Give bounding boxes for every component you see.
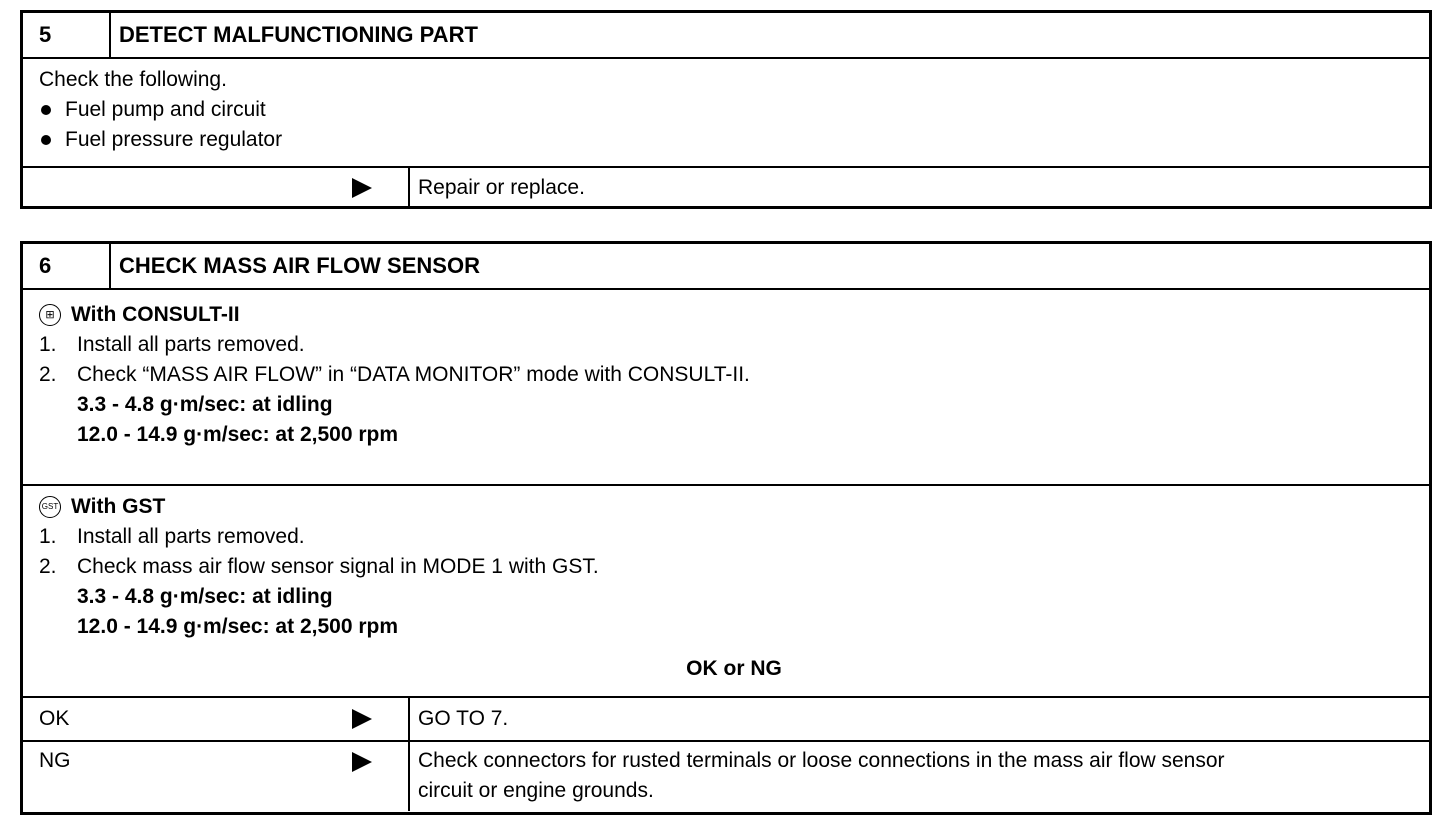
result-row: Repair or replace.	[23, 166, 1429, 207]
consult-tool-icon: ⊞	[39, 304, 61, 326]
bullet-item: Fuel pressure regulator	[39, 125, 1429, 155]
bullet-dot-icon	[41, 135, 51, 145]
step-number: 5	[23, 13, 111, 57]
procedure-step: 2. Check “MASS AIR FLOW” in “DATA MONITO…	[39, 363, 750, 386]
step-5-box: 5 DETECT MALFUNCTIONING PART Check the f…	[20, 10, 1432, 209]
result-action: Repair or replace.	[418, 176, 585, 199]
spec-value: 3.3 - 4.8 g·m/sec: at idling	[77, 585, 333, 608]
result-label-cell	[23, 168, 410, 207]
ok-or-ng-question: OK or NG	[686, 657, 782, 680]
consult-heading: ⊞ With CONSULT-II	[39, 300, 1429, 330]
bullet-item: Fuel pump and circuit	[39, 95, 1429, 125]
gst-heading: GST With GST	[39, 492, 1429, 522]
result-label-cell: NG	[23, 742, 410, 811]
gst-tool-icon: GST	[39, 496, 61, 518]
result-row-ok: OK GO TO 7.	[23, 696, 1429, 740]
step-6-box: 6 CHECK MASS AIR FLOW SENSOR ⊞ With CONS…	[20, 241, 1432, 815]
procedure-step: 1. Install all parts removed.	[39, 525, 305, 548]
step-5-header: 5 DETECT MALFUNCTIONING PART	[23, 13, 1429, 59]
step-title: CHECK MASS AIR FLOW SENSOR	[119, 253, 480, 278]
check-intro: Check the following.	[39, 68, 227, 91]
result-action: Check connectors for rusted terminals or…	[418, 749, 1225, 802]
result-label: NG	[39, 749, 71, 772]
step-number: 6	[23, 244, 111, 288]
result-action: GO TO 7.	[418, 707, 509, 730]
bullet-dot-icon	[41, 105, 51, 115]
arrow-right-icon	[352, 752, 372, 772]
procedure-step: 2. Check mass air flow sensor signal in …	[39, 555, 599, 578]
spec-value: 3.3 - 4.8 g·m/sec: at idling	[77, 393, 333, 416]
step-5-body: Check the following. Fuel pump and circu…	[23, 59, 1429, 166]
spec-value: 12.0 - 14.9 g·m/sec: at 2,500 rpm	[77, 423, 398, 446]
result-row-ng: NG Check connectors for rusted terminals…	[23, 740, 1429, 811]
spec-value: 12.0 - 14.9 g·m/sec: at 2,500 rpm	[77, 615, 398, 638]
step-title: DETECT MALFUNCTIONING PART	[119, 22, 478, 47]
step-6-header: 6 CHECK MASS AIR FLOW SENSOR	[23, 244, 1429, 290]
procedure-step: 1. Install all parts removed.	[39, 333, 305, 356]
result-label: OK	[39, 707, 70, 730]
result-label-cell: OK	[23, 698, 410, 740]
arrow-right-icon	[352, 709, 372, 729]
consult-section: ⊞ With CONSULT-II 1. Install all parts r…	[23, 290, 1429, 486]
gst-section: GST With GST 1. Install all parts remove…	[23, 486, 1429, 696]
arrow-right-icon	[352, 177, 372, 198]
